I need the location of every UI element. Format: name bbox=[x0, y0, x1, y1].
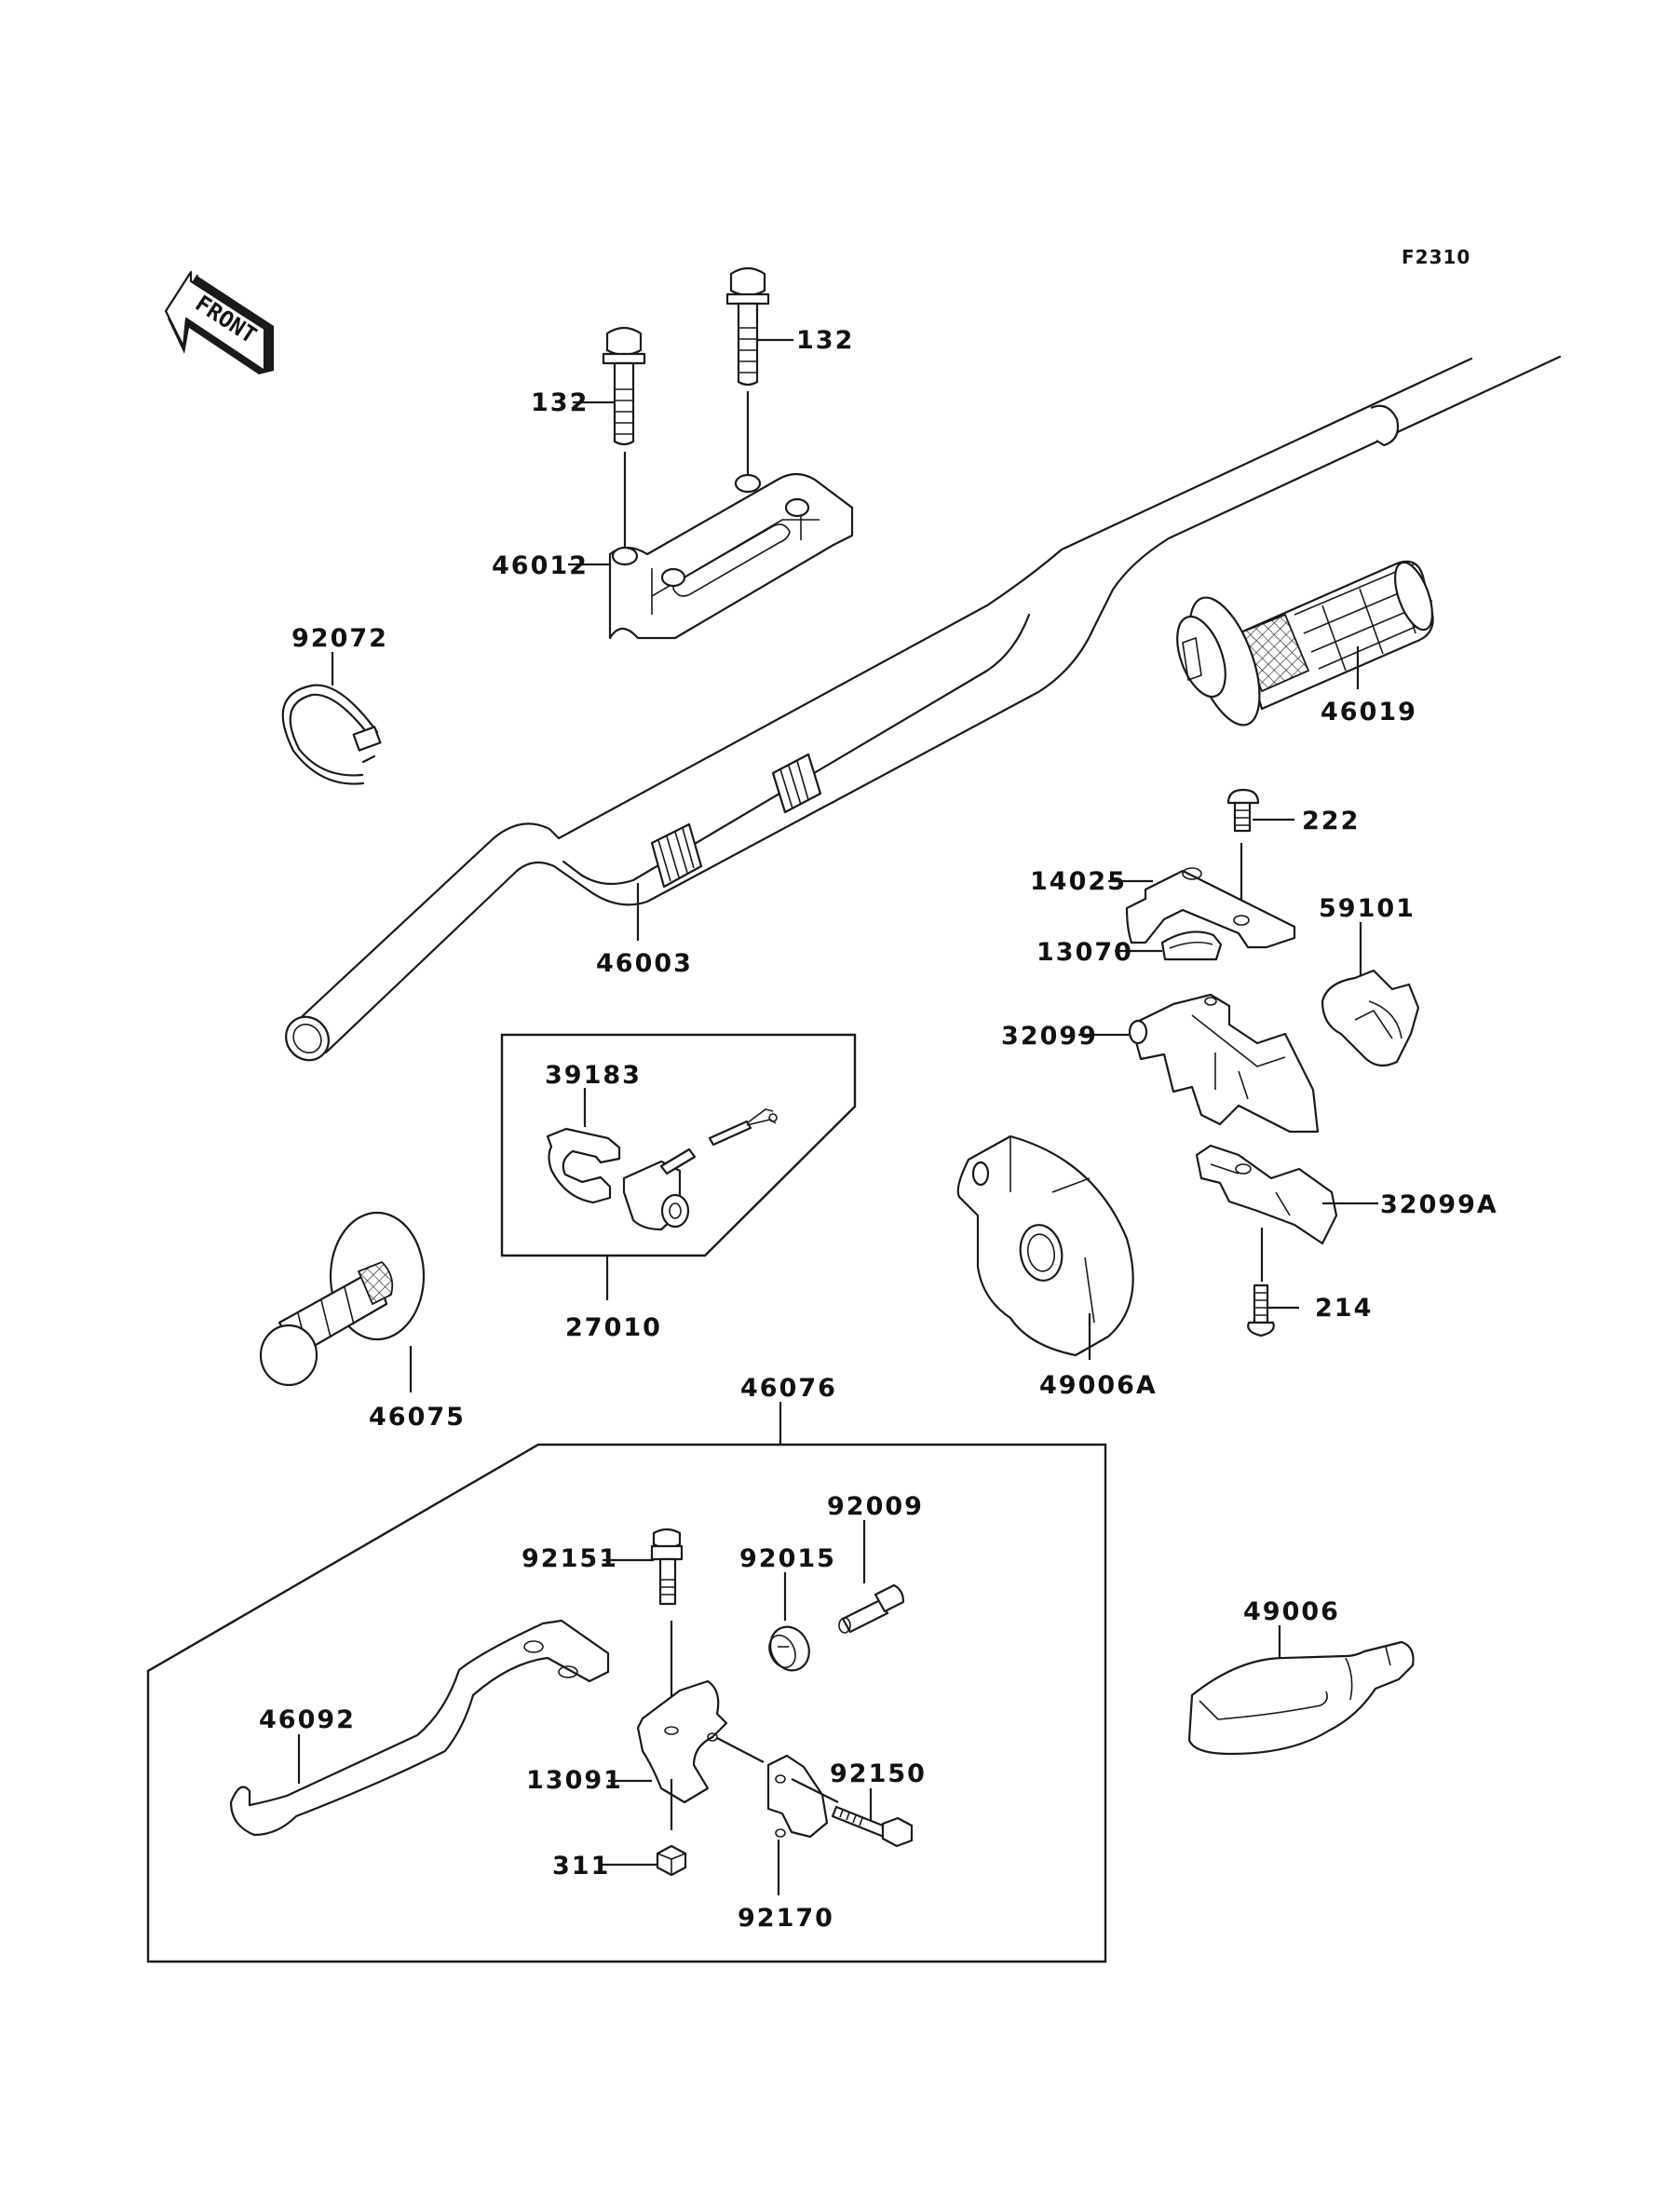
throttle-grip-46019[interactable] bbox=[1168, 558, 1440, 734]
part-label-92009[interactable]: 92009 bbox=[827, 1492, 924, 1521]
kill-switch-27010[interactable] bbox=[622, 1108, 778, 1231]
part-label-49006A[interactable]: 49006A bbox=[1039, 1371, 1158, 1400]
part-label-49006[interactable]: 49006 bbox=[1243, 1597, 1340, 1626]
cable-adjuster-92009[interactable] bbox=[838, 1583, 905, 1634]
lever-holder-13091[interactable] bbox=[636, 1679, 728, 1804]
switch-assembly-27010-box bbox=[500, 1033, 857, 1257]
part-label-46012[interactable]: 46012 bbox=[492, 551, 589, 580]
part-label-46003[interactable]: 46003 bbox=[596, 949, 693, 978]
part-label-92150[interactable]: 92150 bbox=[830, 1759, 927, 1788]
figure-code: F2310 bbox=[1402, 246, 1470, 268]
part-label-39183[interactable]: 39183 bbox=[545, 1061, 642, 1090]
clamp-92170[interactable] bbox=[766, 1754, 829, 1839]
handlebar-holder-46012[interactable] bbox=[608, 472, 854, 640]
part-label-46092[interactable]: 46092 bbox=[259, 1705, 356, 1734]
part-label-92015[interactable]: 92015 bbox=[739, 1544, 836, 1573]
part-label-46019[interactable]: 46019 bbox=[1321, 698, 1417, 727]
switch-case-32099[interactable] bbox=[1128, 993, 1320, 1134]
band-92072[interactable] bbox=[281, 684, 382, 785]
collar-13070[interactable] bbox=[1160, 930, 1223, 961]
cover-49006A[interactable] bbox=[956, 1134, 1134, 1357]
part-label-59101[interactable]: 59101 bbox=[1319, 894, 1416, 923]
bolt-92151[interactable] bbox=[650, 1528, 684, 1606]
switch-clamp-39183[interactable] bbox=[546, 1127, 621, 1204]
switch-case-32099A[interactable] bbox=[1195, 1144, 1338, 1245]
bolt-132-right[interactable] bbox=[725, 266, 770, 387]
part-label-13091[interactable]: 13091 bbox=[526, 1766, 623, 1795]
part-label-132-left[interactable]: 132 bbox=[531, 388, 589, 417]
handlebar-46003[interactable] bbox=[278, 355, 1562, 1069]
part-label-92151[interactable]: 92151 bbox=[522, 1544, 618, 1573]
screw-214[interactable] bbox=[1247, 1283, 1275, 1338]
part-label-132-right[interactable]: 132 bbox=[796, 326, 854, 355]
part-label-14025[interactable]: 14025 bbox=[1030, 867, 1127, 896]
plate-14025[interactable] bbox=[1125, 867, 1296, 949]
part-label-13070[interactable]: 13070 bbox=[1036, 938, 1133, 967]
part-label-92072[interactable]: 92072 bbox=[291, 624, 388, 653]
part-label-32099[interactable]: 32099 bbox=[1001, 1022, 1098, 1051]
nut-311[interactable] bbox=[656, 1844, 687, 1877]
grip-46075[interactable] bbox=[259, 1211, 426, 1387]
bolt-132-left[interactable] bbox=[602, 326, 646, 446]
part-label-46075[interactable]: 46075 bbox=[369, 1403, 466, 1432]
screw-222[interactable] bbox=[1226, 788, 1260, 833]
part-label-46076[interactable]: 46076 bbox=[740, 1374, 837, 1403]
lever-assembly-46076-box bbox=[146, 1443, 1107, 1963]
front-direction-arrow-icon: FRONT bbox=[164, 270, 274, 374]
part-label-222[interactable]: 222 bbox=[1302, 807, 1360, 835]
lever-cover-49006[interactable] bbox=[1187, 1640, 1415, 1756]
adjuster-nut-92015[interactable] bbox=[764, 1621, 817, 1677]
bolt-92150[interactable] bbox=[831, 1805, 914, 1848]
part-label-214[interactable]: 214 bbox=[1315, 1294, 1373, 1323]
part-label-311[interactable]: 311 bbox=[552, 1852, 610, 1881]
part-label-32099A[interactable]: 32099A bbox=[1380, 1190, 1498, 1219]
part-label-92170[interactable]: 92170 bbox=[738, 1904, 834, 1933]
clutch-lever-46092[interactable] bbox=[229, 1619, 610, 1837]
throttle-housing-59101[interactable] bbox=[1321, 969, 1420, 1067]
part-label-27010[interactable]: 27010 bbox=[565, 1313, 662, 1342]
